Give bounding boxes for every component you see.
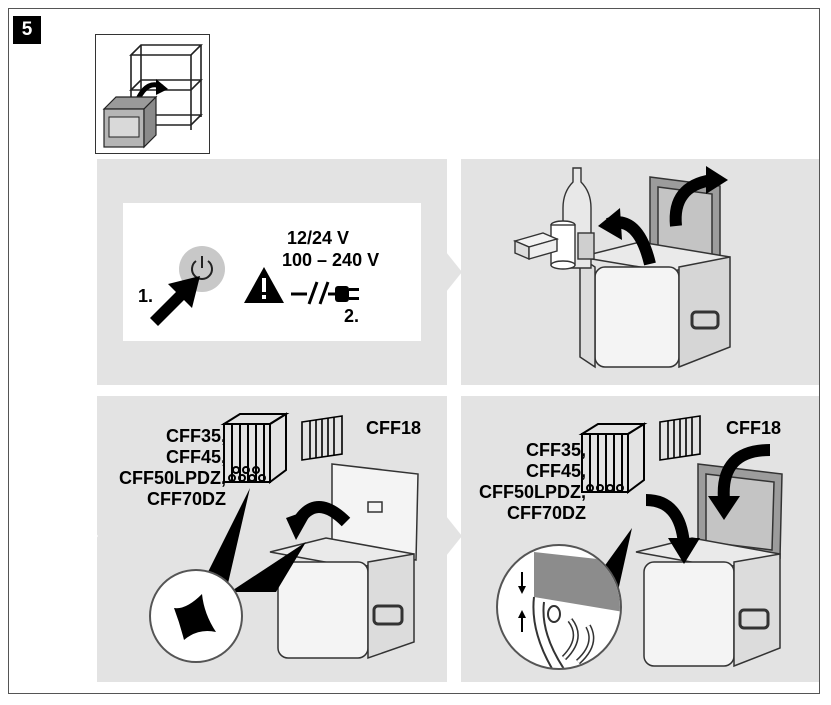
model-name: CFF45, — [165, 447, 226, 467]
flow-arrow-icon — [446, 252, 462, 292]
flow-arrow-icon — [446, 516, 462, 556]
arrow-icon — [708, 444, 771, 520]
divider-model-left: CFF18 — [366, 418, 422, 438]
cloth-icon — [149, 569, 243, 663]
page-frame — [8, 8, 820, 694]
power-instructions-card — [123, 203, 421, 341]
drain-detail-icon — [496, 544, 622, 670]
press-arrow-icon — [150, 276, 200, 326]
arrow-icon — [286, 501, 351, 540]
arrow-icon — [598, 208, 656, 266]
divider-model-right: CFF18 — [726, 418, 782, 438]
model-name: CFF35, — [165, 426, 226, 446]
divider-icon — [659, 415, 701, 461]
model-name: CFF70DZ — [146, 489, 226, 509]
basket-models-right: CFF35, CFF45, CFF50LPDZ, CFF70DZ — [474, 440, 586, 524]
model-name: CFF50LPDZ, — [118, 468, 226, 488]
step-1-label: 1. — [138, 286, 154, 306]
cooler-box-icon — [579, 176, 731, 369]
model-name: CFF50LPDZ, — [478, 482, 586, 502]
step-badge: 5 — [13, 16, 41, 44]
voltage-ac-label: 100 – 240 V — [282, 250, 380, 270]
food-items-icon — [512, 167, 595, 270]
model-name: CFF35, — [525, 440, 586, 460]
warning-icon — [244, 267, 284, 303]
basket-icon — [578, 422, 648, 494]
storage-thumbnail — [95, 34, 210, 154]
step-2-label: 2. — [344, 306, 360, 326]
cloth-detail-pointer — [198, 488, 306, 592]
voltage-dc-label: 12/24 V — [287, 228, 350, 248]
model-name: CFF45, — [525, 461, 586, 481]
model-name: CFF70DZ — [506, 503, 586, 523]
arrow-icon — [669, 166, 728, 227]
flow-arrow-icon — [82, 516, 98, 556]
shelf-icon — [102, 44, 203, 149]
divider-icon — [301, 415, 343, 461]
plug-icon — [291, 281, 359, 305]
basket-icon — [220, 412, 290, 484]
arrow-icon — [645, 494, 700, 564]
basket-models-left: CFF35, CFF45, CFF50LPDZ, CFF70DZ — [114, 426, 226, 510]
cooler-box-icon — [269, 463, 419, 660]
